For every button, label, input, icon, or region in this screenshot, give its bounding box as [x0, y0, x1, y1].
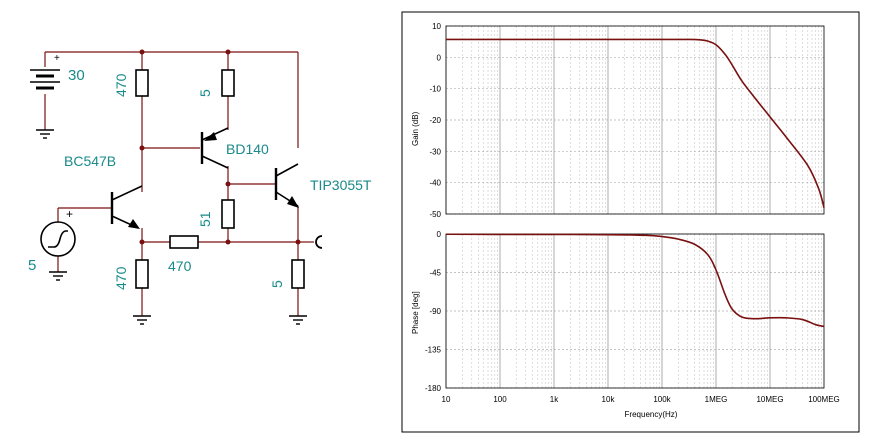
x-tick-label: 10 — [442, 395, 451, 404]
resistor-label-emitter: 470 — [113, 266, 129, 290]
x-axis-label: Frequency(Hz) — [625, 410, 678, 419]
phase-x-ticks: 10 100 1k 10k 100k 1MEG 10MEG 100MEG — [442, 395, 840, 404]
phase-plot-area — [445, 233, 825, 389]
gain-y-tick-label: -40 — [429, 179, 441, 188]
signal-source-symbol — [40, 221, 76, 257]
output-terminal-symbol — [315, 235, 323, 249]
battery-symbol — [30, 69, 60, 90]
transistor-q2-symbol — [200, 127, 229, 169]
gain-y-tick-label: 10 — [432, 22, 441, 31]
resistor-label-series: 470 — [168, 258, 192, 274]
phase-y-tick-label: -45 — [429, 269, 441, 278]
x-tick-label: 100MEG — [808, 395, 840, 404]
phase-y-tick-label: -135 — [425, 346, 442, 355]
gain-y-axis-label: Gain (dB) — [411, 111, 420, 146]
resistor-label-top-left: 470 — [113, 73, 129, 97]
x-tick-label: 10MEG — [756, 395, 783, 404]
gain-plot-area — [445, 25, 825, 215]
gain-y-tick-label: -20 — [429, 116, 441, 125]
source-value-label: 5 — [28, 257, 36, 274]
x-tick-label: 100 — [493, 395, 507, 404]
x-tick-label: 100k — [653, 395, 671, 404]
phase-y-tick-label: -180 — [425, 384, 442, 393]
ground-symbols — [36, 129, 307, 325]
resistor-label-mid: 51 — [197, 211, 213, 227]
gain-y-tick-label: -10 — [429, 85, 441, 94]
transistor-q2-label: BD140 — [226, 141, 269, 157]
x-tick-label: 10k — [602, 395, 616, 404]
wires — [44, 51, 314, 316]
battery-plus-label: + — [54, 53, 60, 64]
transistor-q1-symbol — [110, 185, 143, 229]
source-plus-label: + — [66, 207, 73, 221]
gain-y-tick-label: 0 — [437, 53, 442, 62]
circuit-schematic: + 30 470 5 51 470 470 5 BC547B BD140 — [28, 49, 372, 325]
gain-y-tick-label: -50 — [429, 210, 441, 219]
gain-y-ticks: 10 0 -10 -20 -30 -40 -50 — [429, 22, 441, 219]
resistor-label-top-right: 5 — [197, 89, 213, 97]
phase-y-ticks: 0 -45 -90 -135 -180 — [425, 230, 442, 393]
transistor-q3-symbol — [274, 163, 299, 208]
gain-grid — [445, 25, 824, 215]
phase-y-axis-label: Phase [deg] — [411, 291, 420, 334]
gain-chart: 10 0 -10 -20 -30 -40 -50 Gain (dB) — [411, 22, 825, 219]
battery-value-label: 30 — [68, 67, 85, 84]
phase-y-tick-label: 0 — [437, 230, 442, 239]
resistor-symbols — [135, 69, 305, 289]
transistor-q3-label: TIP3055T — [310, 177, 372, 193]
resistor-label-load: 5 — [269, 280, 285, 288]
plot-frame-border — [401, 11, 860, 433]
phase-grid — [445, 233, 824, 389]
phase-curve — [445, 233, 825, 328]
x-tick-label: 1MEG — [705, 395, 728, 404]
x-tick-label: 1k — [550, 395, 559, 404]
transistor-q1-label: BC547B — [64, 153, 116, 169]
phase-y-tick-label: -90 — [429, 307, 441, 316]
gain-y-tick-label: -30 — [429, 147, 441, 156]
gain-curve — [446, 38, 825, 208]
junctions — [139, 49, 301, 245]
